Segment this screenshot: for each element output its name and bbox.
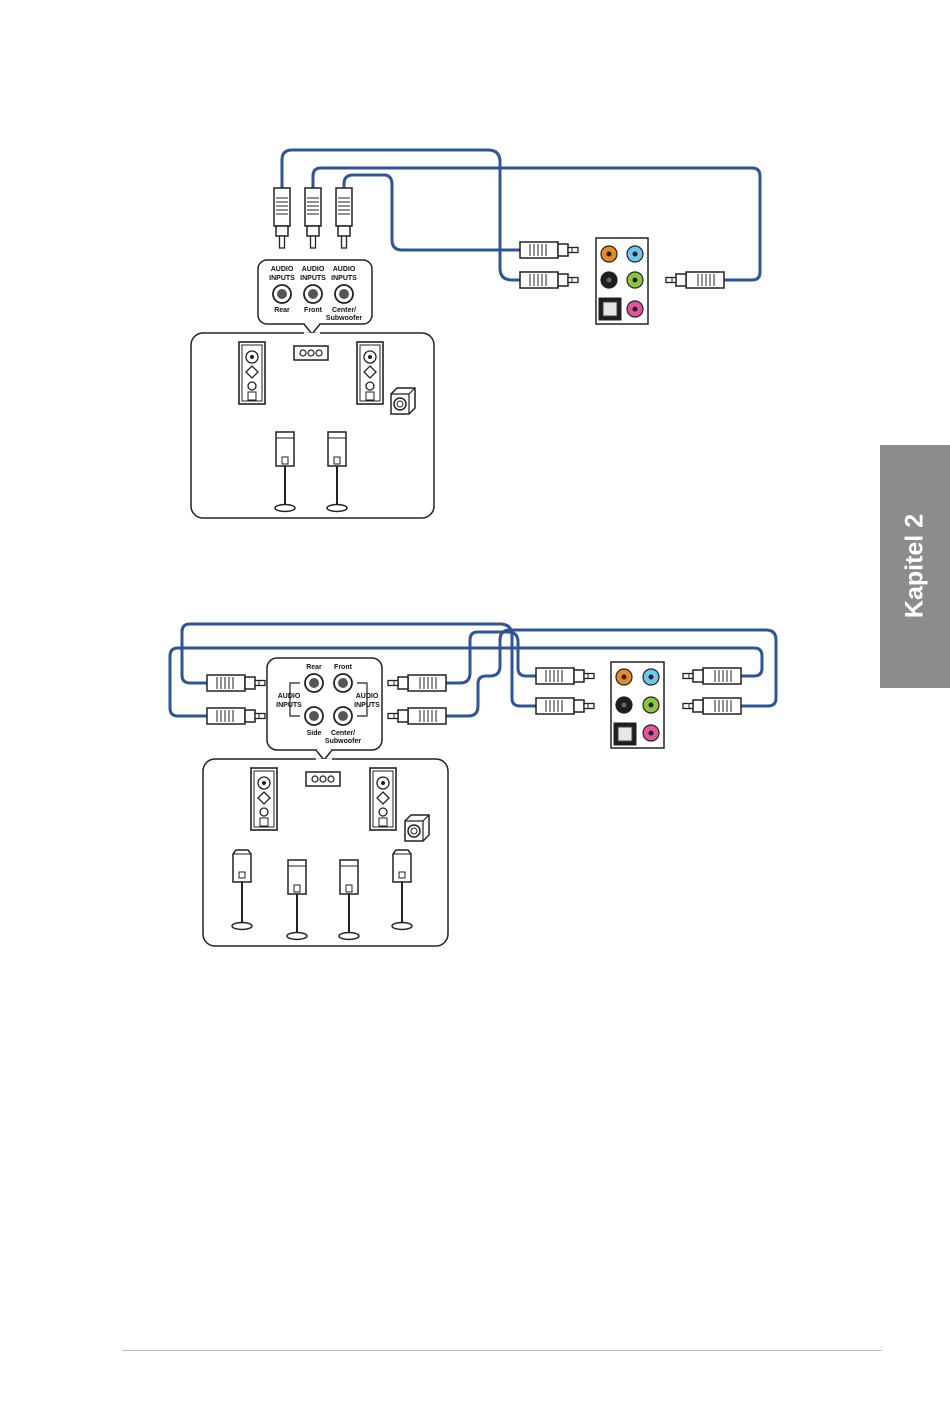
plug-left-top — [207, 675, 265, 691]
input-name-front: Front — [304, 307, 323, 314]
plug-right-bottom — [388, 708, 446, 724]
input-name-side-b: Side — [307, 730, 322, 737]
diagram-top: AUDIO INPUTS AUDIO INPUTS AUDIO INPUTS R… — [191, 150, 760, 518]
input-name-center-b: Center/ — [331, 730, 355, 737]
plug-left-bottom — [207, 708, 265, 724]
input-label-2-line2: INPUTS — [300, 275, 326, 282]
input-jack-side-b — [305, 707, 323, 725]
subwoofer-bottom — [405, 815, 429, 841]
input-name-subwoofer: Subwoofer — [326, 315, 362, 322]
input-name-front-b: Front — [334, 664, 353, 671]
plug-rear — [274, 188, 290, 248]
plug-front — [305, 188, 321, 248]
input-jack-front-b — [334, 674, 352, 692]
tower-speaker-left-bottom — [251, 768, 277, 830]
subwoofer-top — [391, 388, 415, 414]
tower-speaker-left-top — [239, 342, 265, 404]
input-jack-rear-b — [305, 674, 323, 692]
plug-center — [336, 188, 352, 248]
input-name-rear: Rear — [274, 307, 290, 314]
plug-right-top — [388, 675, 446, 691]
rear-io-panel-top — [596, 238, 648, 324]
input-label-3-line2: INPUTS — [331, 275, 357, 282]
input-jack-rear — [273, 285, 291, 303]
left-input-line1: AUDIO — [278, 693, 301, 700]
input-name-center: Center/ — [332, 307, 356, 314]
input-label-3-line1: AUDIO — [333, 266, 356, 273]
input-name-rear-b: Rear — [306, 664, 322, 671]
right-input-line2: INPUTS — [354, 702, 380, 709]
left-input-line2: INPUTS — [276, 702, 302, 709]
tower-speaker-right-top — [357, 342, 383, 404]
input-label-1-line1: AUDIO — [271, 266, 294, 273]
plug-panel-right — [666, 272, 724, 288]
rear-io-panel-bottom — [611, 662, 664, 748]
plug-panel2-left-bottom — [536, 698, 594, 714]
plug-panel2-left-top — [536, 668, 594, 684]
diagram-bottom: Rear Front AUDIO INPUTS AUDIO INPUTS Sid… — [170, 624, 776, 946]
input-name-subwoofer-b: Subwoofer — [325, 738, 361, 745]
plug-panel-mid — [520, 272, 578, 288]
cables-bottom — [170, 624, 776, 716]
input-jack-front — [304, 285, 322, 303]
tower-speaker-right-bottom — [370, 768, 396, 830]
right-input-line1: AUDIO — [356, 693, 379, 700]
footer-rule — [122, 1350, 882, 1351]
input-jack-center-b — [334, 707, 352, 725]
plug-panel-top — [520, 242, 578, 258]
input-label-1-line2: INPUTS — [269, 275, 295, 282]
plug-panel2-right-bottom — [683, 698, 741, 714]
chapter-label: Kapitel 2 — [901, 514, 930, 618]
input-jack-center — [335, 285, 353, 303]
input-label-2-line1: AUDIO — [302, 266, 325, 273]
plug-panel2-right-top — [683, 668, 741, 684]
